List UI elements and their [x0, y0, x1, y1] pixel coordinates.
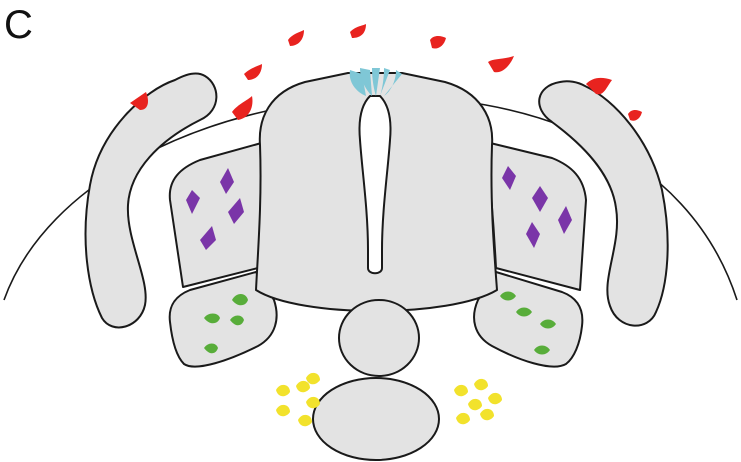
yellow-cell	[480, 409, 494, 420]
yellow-cell	[454, 385, 468, 396]
yellow-cell	[298, 415, 312, 426]
red-cell	[232, 96, 252, 120]
left-middle-block	[170, 142, 265, 287]
panel-label: C	[4, 3, 33, 47]
yellow-cell-group-right	[454, 379, 502, 424]
red-cell	[628, 110, 642, 121]
yellow-cell	[276, 385, 290, 396]
yellow-cell	[488, 393, 502, 404]
right-middle-block	[486, 142, 586, 290]
yellow-cell	[474, 379, 488, 390]
red-cell	[488, 56, 514, 72]
yellow-cell	[468, 399, 482, 410]
yellow-cell	[456, 413, 470, 424]
yellow-cell	[296, 381, 310, 392]
red-cell	[430, 36, 446, 49]
red-cell	[350, 24, 366, 38]
notochord	[339, 300, 419, 376]
yellow-cell	[276, 405, 290, 416]
red-cell	[288, 30, 304, 46]
lower-oval-structure	[313, 378, 439, 460]
red-cell	[244, 64, 262, 80]
yellow-cell	[306, 373, 320, 384]
